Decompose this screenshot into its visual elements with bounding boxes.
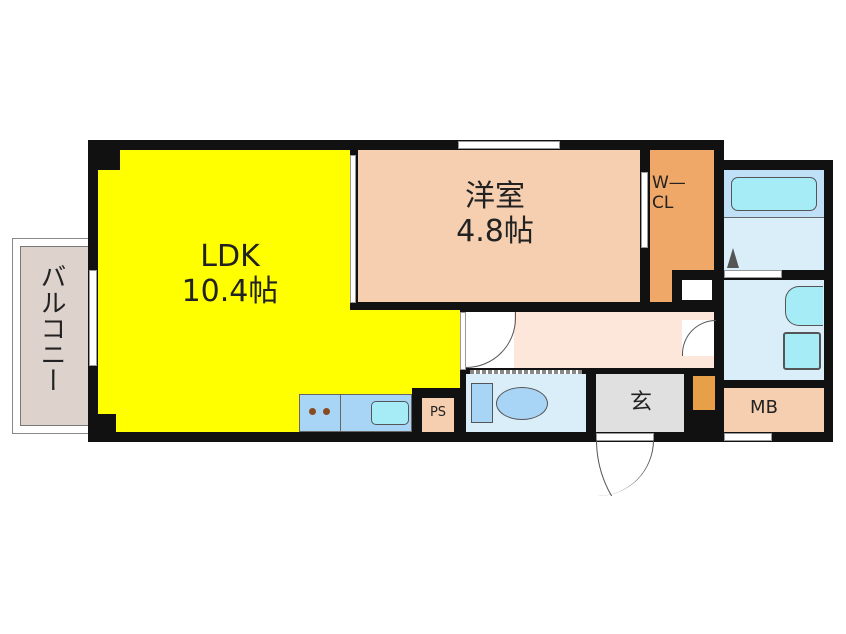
sink-icon [371, 401, 409, 425]
wcl-pipe-space [682, 280, 712, 300]
balcony: バルコニー [20, 246, 90, 426]
bathtub-icon [731, 177, 817, 211]
washbasin-icon [785, 286, 823, 326]
toilet-door-rail [470, 370, 582, 374]
ldk-name: LDK [200, 239, 260, 274]
room-western [358, 150, 640, 302]
washing-machine-icon [783, 332, 821, 370]
burner-icon [323, 408, 330, 415]
wcl-label: W— CL [652, 173, 692, 213]
ldk-label: LDK 10.4帖 [150, 239, 310, 309]
ldk-corner-tl [98, 150, 120, 170]
toilet-tank-icon [471, 383, 493, 423]
ldk-corner-bl [98, 414, 116, 432]
room-mb: MB [724, 388, 824, 432]
western-label: 洋室 4.8帖 [410, 179, 580, 249]
room-ps: PS [422, 398, 454, 432]
hall-door-frame [460, 312, 466, 370]
bath-door [724, 270, 782, 278]
balcony-window [89, 270, 97, 366]
wcl-line1: W— [652, 173, 686, 193]
wcl-line2: CL [652, 192, 674, 213]
ldk-western-door [350, 155, 356, 303]
kitchen-stove [299, 394, 341, 432]
wcl-door [641, 172, 648, 248]
burner-icon [309, 408, 316, 415]
entrance-label: 玄 [629, 390, 652, 415]
room-entrance: 玄 [596, 374, 684, 432]
kitchen-sink-counter [340, 394, 412, 432]
ldk-size: 10.4帖 [181, 273, 279, 309]
balcony-label: バルコニー [36, 263, 66, 393]
mb-door [724, 433, 772, 441]
faucet-icon [727, 248, 739, 268]
entrance-door-arc [596, 440, 654, 496]
western-size: 4.8帖 [456, 213, 534, 249]
mb-label: MB [750, 397, 778, 418]
western-window [458, 141, 560, 149]
toilet-bowl-icon [496, 387, 548, 420]
shoe-box [693, 376, 715, 410]
ps-label: PS [429, 405, 447, 420]
western-name: 洋室 [465, 179, 525, 214]
